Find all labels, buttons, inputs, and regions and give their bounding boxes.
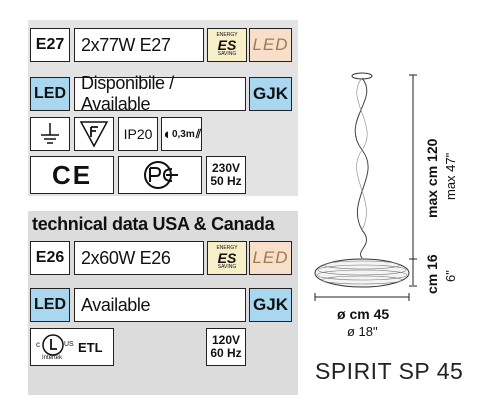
lamp-distance-icon: ◖ bbox=[161, 125, 171, 143]
usa-energy-bottom: SAVING bbox=[217, 264, 237, 270]
lamp-illustration bbox=[314, 72, 417, 301]
hatch-icon: ⫽ bbox=[195, 126, 202, 141]
etl-label: ETL bbox=[78, 339, 103, 355]
etl-us-label: US bbox=[64, 341, 74, 348]
energy-es: ES bbox=[217, 37, 237, 53]
etl-logo-icon bbox=[42, 334, 64, 356]
pct-certification bbox=[118, 156, 202, 194]
energy-class-badge: GJK bbox=[249, 77, 292, 111]
led-badge-label: LED bbox=[34, 85, 66, 102]
voltage-label: 230V bbox=[211, 161, 241, 176]
flammable-surface-symbol bbox=[74, 117, 114, 151]
usa-frequency-label: 60 Hz bbox=[210, 346, 242, 360]
usa-energy-class-label: GJK bbox=[253, 295, 288, 314]
diameter-cm-label: ø cm 45 bbox=[337, 306, 390, 322]
ce-mark: CE bbox=[30, 156, 114, 194]
shade-cm-label: cm 16 bbox=[424, 254, 440, 294]
usa-bulb-spec: 2x60W E26 bbox=[74, 241, 204, 275]
etl-certification: c US Intertek ETL bbox=[30, 328, 114, 366]
product-name: SPIRIT SP 45 bbox=[315, 358, 464, 384]
socket-label: E27 bbox=[35, 36, 65, 53]
diameter-in-label: ø 18" bbox=[347, 324, 378, 339]
etl-c-label: c bbox=[36, 340, 40, 349]
distance-label: 0,3m bbox=[171, 128, 195, 140]
pct-icon bbox=[144, 161, 178, 189]
min-distance-symbol: ◖ 0,3m ⫽ bbox=[161, 117, 202, 151]
energy-bottom: SAVING bbox=[217, 51, 237, 57]
usa-led-label: LED bbox=[252, 248, 289, 267]
spiral-cable bbox=[354, 77, 369, 259]
height-cm-label: max cm 120 bbox=[424, 138, 440, 218]
frequency-label: 50 Hz bbox=[210, 174, 242, 188]
ceiling-canopy bbox=[351, 72, 373, 80]
ground-symbol bbox=[30, 117, 70, 151]
ip-rating: IP20 bbox=[118, 117, 158, 151]
usa-voltage-badge: 120V 60 Hz bbox=[206, 328, 246, 366]
ce-label: CE bbox=[51, 159, 93, 190]
energy-class-label: GJK bbox=[253, 84, 288, 103]
intertek-label: Intertek bbox=[42, 355, 63, 361]
etl-logo: c US Intertek bbox=[35, 332, 75, 362]
usa-availability-label: Available bbox=[81, 294, 151, 315]
bulb-label: 2x77W E27 bbox=[81, 34, 171, 55]
usa-energy-top: ENERGY bbox=[216, 245, 238, 251]
usa-energy-saving-badge: ENERGY ES SAVING bbox=[207, 241, 247, 275]
ip-label: IP20 bbox=[123, 126, 153, 142]
f-triangle-icon bbox=[79, 121, 109, 148]
usa-energy-es: ES bbox=[217, 250, 237, 266]
usa-energy-class-badge: GJK bbox=[249, 288, 292, 322]
usa-availability-field: Available bbox=[74, 288, 246, 322]
led-compatible-badge: LED bbox=[249, 28, 292, 62]
height-in-label: max 47" bbox=[443, 152, 458, 200]
shade-in-label: 6" bbox=[443, 270, 458, 282]
usa-bulb-label: 2x60W E26 bbox=[81, 247, 171, 268]
availability-label: Disponibile / Available bbox=[81, 73, 174, 114]
ground-icon bbox=[41, 123, 59, 144]
usa-led-compatible-badge: LED bbox=[249, 241, 292, 275]
availability-field: Disponibile / Available bbox=[74, 73, 246, 114]
usa-voltage-label: 120V bbox=[211, 333, 241, 348]
voltage-badge: 230V 50 Hz bbox=[206, 156, 246, 194]
usa-led-badge: LED bbox=[30, 288, 70, 322]
usa-socket-label: E26 bbox=[35, 249, 65, 266]
energy-saving-badge: ENERGY ES SAVING bbox=[207, 28, 247, 62]
energy-top: ENERGY bbox=[216, 32, 238, 38]
led-label: LED bbox=[252, 35, 289, 54]
led-badge: LED bbox=[30, 77, 70, 111]
socket-badge: E27 bbox=[30, 28, 70, 62]
lamp-shade bbox=[314, 258, 410, 288]
bulb-spec: 2x77W E27 bbox=[74, 28, 204, 62]
usa-led-badge-label: LED bbox=[34, 296, 66, 313]
spiral-cable-back bbox=[356, 77, 368, 231]
usa-socket-badge: E26 bbox=[30, 241, 70, 275]
usa-heading: technical data USA & Canada bbox=[32, 214, 275, 234]
